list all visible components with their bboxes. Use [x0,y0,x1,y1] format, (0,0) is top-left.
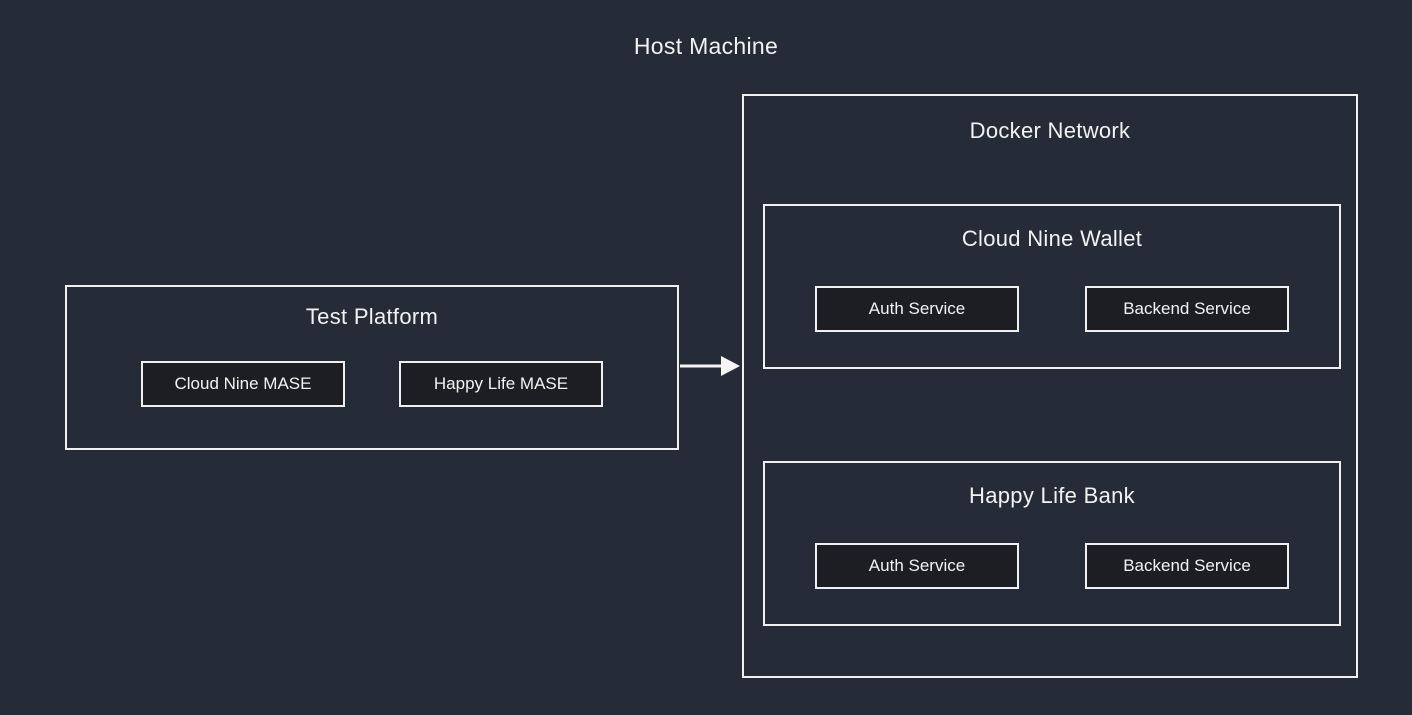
cloud-nine-mase-box: Cloud Nine MASE [141,361,345,407]
cloud-nine-wallet-title: Cloud Nine Wallet [961,226,1143,251]
cloud-nine-wallet-service-row: Auth Service Backend Service [765,286,1339,332]
happy-life-bank-service-row: Auth Service Backend Service [765,543,1339,589]
happy-life-bank-auth-service-box: Auth Service [815,543,1019,589]
test-platform-service-row: Cloud Nine MASE Happy Life MASE [67,361,677,407]
happy-life-mase-box: Happy Life MASE [399,361,603,407]
test-platform-title: Test Platform [305,304,439,329]
cloud-nine-wallet-auth-service-box: Auth Service [815,286,1019,332]
happy-life-bank-title: Happy Life Bank [969,483,1135,508]
happy-life-bank-box: Happy Life Bank Auth Service Backend Ser… [763,461,1341,626]
happy-life-bank-backend-service-box: Backend Service [1085,543,1289,589]
cloud-nine-wallet-box: Cloud Nine Wallet Auth Service Backend S… [763,204,1341,369]
host-machine-title: Host Machine [633,33,779,59]
cloud-nine-wallet-backend-service-box: Backend Service [1085,286,1289,332]
test-platform-box: Test Platform Cloud Nine MASE Happy Life… [65,285,679,450]
arrow-test-platform-to-docker-network [680,356,740,376]
docker-network-title: Docker Network [969,118,1131,143]
docker-network-box: Docker Network Cloud Nine Wallet Auth Se… [742,94,1358,678]
